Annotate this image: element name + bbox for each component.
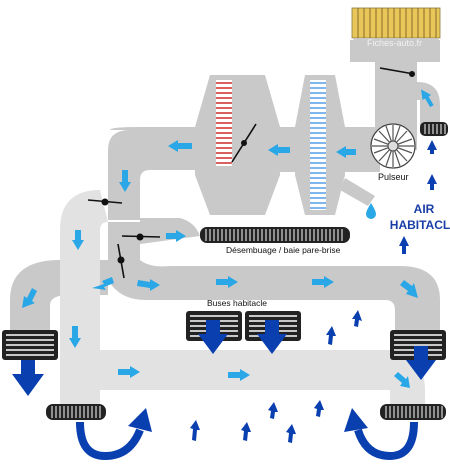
heater-core [216, 80, 232, 166]
cabin-filter [351, 7, 441, 62]
arrow-icon [190, 420, 200, 441]
arrow-icon [198, 320, 228, 354]
watermark-top: Fiches-auto.fr [367, 38, 422, 48]
center-duct [108, 222, 440, 330]
arrow-icon [137, 279, 160, 291]
buses-label: Buses habitacle [207, 298, 267, 308]
arrow-icon [268, 402, 278, 419]
fan-icon [370, 123, 416, 169]
arrow-icon [286, 424, 296, 443]
arrow-icon [400, 280, 418, 298]
flap-icon [87, 198, 123, 206]
arrow-icon [421, 89, 434, 108]
arrow-icon [336, 146, 356, 158]
arrow-icon [228, 369, 250, 381]
arrow-icon [128, 408, 152, 432]
arrow-icon [22, 288, 37, 308]
arrow-icon [69, 326, 81, 348]
air-label-line1: AIR [414, 202, 435, 216]
arrow-icon [268, 144, 290, 156]
connecting-duct [230, 127, 380, 172]
arrow-icon [352, 310, 362, 327]
water-drop-icon [366, 203, 376, 219]
defrost-branch [140, 218, 200, 244]
arrow-icon [119, 170, 131, 192]
arrow-icon [314, 400, 324, 417]
pulseur-label: Pulseur [378, 172, 409, 182]
defrost-label: Désembuage / baie pare-brise [226, 245, 341, 255]
floor-duct-bottom [95, 350, 395, 390]
arrow-icon [344, 408, 368, 432]
arrow-icon [12, 360, 44, 396]
arrow-icon [168, 140, 192, 152]
floor-grille-right [380, 404, 446, 420]
arrow-icon [399, 236, 409, 254]
arrow-icon [427, 140, 437, 154]
left-side-vent [2, 330, 58, 360]
air-label-line2: HABITACLE [390, 218, 450, 232]
floor-airflow [76, 421, 418, 461]
arrow-icon [326, 326, 336, 345]
arrow-icon [394, 372, 410, 388]
arrow-icon [241, 422, 251, 441]
flap-icon [121, 233, 161, 241]
drain-stub [340, 178, 375, 206]
floor-arrow-heads [128, 408, 368, 432]
curve-arrow-icon [76, 421, 144, 461]
arrow-icon [427, 174, 437, 190]
arrow-icon [257, 320, 287, 354]
watermark-center: Fiches-auto.fr [143, 254, 198, 264]
arrow-icon [72, 230, 84, 250]
vent-grille-icon [420, 122, 448, 136]
arrow-icon [166, 230, 186, 242]
output-arrows [12, 140, 437, 443]
curve-arrow-icon [354, 421, 418, 461]
arrow-icon [118, 366, 140, 378]
floor-grille-left [46, 404, 106, 420]
flap-icon [117, 243, 125, 279]
defrost-grille [200, 227, 350, 243]
arrow-icon [216, 276, 238, 288]
evaporator [310, 80, 326, 210]
arrow-icon [312, 276, 334, 288]
arrow-icon [406, 346, 436, 380]
blend-flap-icon [231, 123, 257, 163]
flap-icon [379, 67, 415, 77]
airflow-arrows [22, 89, 434, 388]
arrow-icon [92, 277, 114, 290]
